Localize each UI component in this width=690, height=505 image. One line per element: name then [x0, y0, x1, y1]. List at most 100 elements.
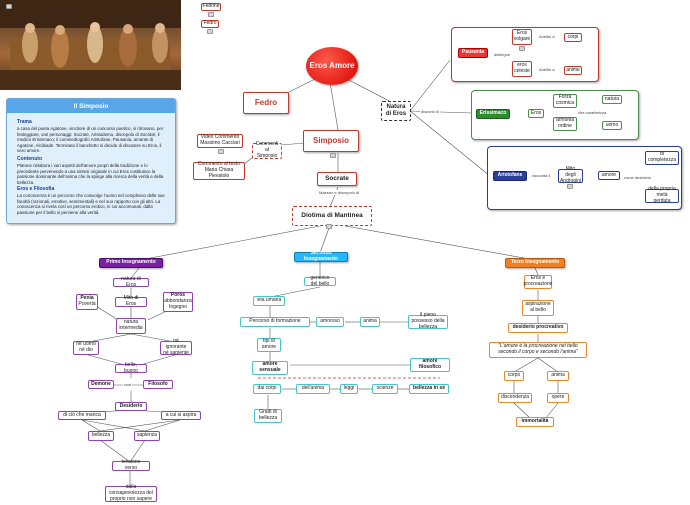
- simposio-node[interactable]: Simposio: [303, 130, 359, 152]
- immortalita-node[interactable]: immortalità: [516, 417, 554, 427]
- discendenza-node[interactable]: discendenza: [498, 393, 532, 403]
- amore-sensuale[interactable]: amore sensuale: [252, 361, 288, 375]
- header-painting: [0, 0, 181, 90]
- anime-node[interactable]: anime: [564, 66, 582, 75]
- consapevolezza-node[interactable]: dalla consapevolezza del proprio non sap…: [105, 485, 157, 502]
- generico-bello[interactable]: generico del bello: [304, 275, 336, 286]
- bellezza-in-se[interactable]: bellezza in sé: [409, 384, 449, 394]
- aspirazione-bello[interactable]: aspirazione al bello: [522, 300, 554, 316]
- dell-anima[interactable]: dell'anima: [296, 384, 330, 394]
- scienze-node[interactable]: scienze: [372, 384, 398, 394]
- pieno-possesso[interactable]: il pieno possesso della bellezza: [408, 313, 448, 330]
- natura-eros-node[interactable]: Natura di Eros: [381, 101, 411, 121]
- amore-node[interactable]: amore: [598, 171, 620, 180]
- leggi-node[interactable]: leggi: [340, 384, 358, 394]
- natura-intermedia[interactable]: natura intermedia: [116, 318, 146, 334]
- corpo-node[interactable]: corpo: [504, 371, 524, 381]
- forza-cosmica[interactable]: Forza cosmica: [553, 94, 577, 108]
- painting-figures: [0, 0, 181, 90]
- fedro-node[interactable]: Fedro: [243, 92, 289, 114]
- uomo-node[interactable]: uomo: [602, 121, 622, 130]
- opere-node[interactable]: opere: [547, 393, 569, 403]
- gradi-bellezza[interactable]: Gradi di bellezza: [254, 409, 282, 423]
- amoroso-node[interactable]: amoroso: [316, 317, 344, 327]
- eros-node[interactable]: Eros: [528, 109, 544, 118]
- anima-terzo-node[interactable]: anima: [547, 371, 569, 381]
- eros-procreazione[interactable]: Eros e procreazione: [523, 275, 553, 289]
- amore-filosofico[interactable]: amore filosofico: [410, 358, 450, 372]
- summary-panel: Il Simposio Trama a casa del poeta Agato…: [6, 98, 176, 224]
- pausania-node[interactable]: Pausania: [458, 48, 488, 58]
- attachment-icon[interactable]: [330, 153, 336, 158]
- filosofo-node[interactable]: Filosofo: [143, 380, 173, 389]
- link-icon[interactable]: [519, 46, 525, 51]
- socrate-node[interactable]: Socrate: [317, 172, 357, 186]
- corpi-node[interactable]: corpi: [564, 33, 582, 42]
- cioe-label: cioè: [123, 382, 133, 387]
- link-icon[interactable]: [208, 12, 214, 17]
- poverta-label: Povertà: [78, 301, 96, 307]
- mito-di-eros[interactable]: Mito di Eros: [115, 295, 147, 307]
- mito-androgini[interactable]: Mito degli Androgini: [558, 166, 583, 184]
- attachment-icon[interactable]: [326, 224, 332, 229]
- natura-node[interactable]: natura: [602, 95, 622, 104]
- natura-di-eros[interactable]: natura di Eros: [113, 276, 149, 287]
- penia-label: Penia: [80, 295, 94, 302]
- diotima-node[interactable]: Diotima di Mantinea: [292, 206, 372, 226]
- bello-buono[interactable]: bello, buono: [115, 362, 147, 373]
- secondo-insegnamento[interactable]: Secondo Insegnamento: [294, 250, 348, 262]
- desiderio-label: come desiderio: [623, 175, 653, 180]
- dai-corpi[interactable]: dai corpi: [253, 384, 281, 394]
- desiderio-node[interactable]: Desiderio: [115, 402, 147, 411]
- maestro-label: Maestro e discepolo di: [318, 190, 361, 195]
- eros-filosofia-text: La conoscenza è un percorso che coinvolg…: [17, 193, 165, 215]
- racconta-label: racconta il: [531, 173, 552, 178]
- summary-title: Il Simposio: [7, 99, 175, 113]
- commenti-simposio[interactable]: Commenti al Simposio: [252, 142, 282, 159]
- armonia-ordine[interactable]: armonia ordine: [553, 117, 577, 131]
- link-icon[interactable]: [207, 29, 213, 34]
- meta-perduta-node[interactable]: della propria metà perduta: [645, 187, 679, 204]
- terzo-insegnamento[interactable]: Terzo Insegnamento: [505, 258, 565, 268]
- fedro-small-link[interactable]: Fedro: [201, 20, 219, 28]
- eros-amore-node[interactable]: Eros Amore: [306, 47, 358, 85]
- erissimaco-node[interactable]: Erissimaco: [476, 109, 510, 119]
- contenuto-heading: Contenuto: [17, 156, 42, 162]
- penia-node[interactable]: Penia Povertà: [76, 294, 98, 310]
- trama-text: a casa del poeta Agatone, vincitore di u…: [17, 126, 164, 153]
- tipi-amore[interactable]: tipi di amore: [257, 338, 281, 352]
- tensione-verso[interactable]: tensione verso: [112, 459, 150, 471]
- commento-testo[interactable]: Commento al testo Maria Chiara Pievatolo: [193, 162, 245, 180]
- completezza-node[interactable]: di completezza: [645, 151, 679, 165]
- anelito-label-2: Anelito a: [538, 67, 556, 72]
- eros-volgare[interactable]: Eros volgare: [512, 29, 532, 45]
- link-icon[interactable]: [567, 184, 573, 189]
- ne-ignorante-ne-sapiente[interactable]: né ignorante né sapiente: [160, 339, 192, 356]
- anima-node[interactable]: anima: [360, 317, 380, 327]
- cui-si-aspira[interactable]: a cui si aspira: [161, 411, 201, 420]
- aristofane-node[interactable]: Aristofane: [493, 171, 527, 181]
- discorsi-label: discorsi di: [420, 109, 440, 114]
- eros-celeste[interactable]: eros celeste: [512, 61, 532, 77]
- distingue-label: distingue: [493, 52, 512, 57]
- bellezza-node[interactable]: bellezza: [88, 431, 114, 441]
- ne-uomo-ne-dio[interactable]: né uomo né dio: [73, 341, 99, 355]
- contenuto-text: Platone rielabora i vari aspetti dell'am…: [17, 163, 164, 185]
- poros-node[interactable]: Poros abbondanza Ingegno: [163, 292, 193, 312]
- anelito-label-1: Anelito a: [538, 34, 556, 39]
- citazione-node[interactable]: "L'amore è la procreazione nel bello sec…: [489, 342, 587, 358]
- sapienza-node[interactable]: sapienza: [134, 431, 160, 441]
- video-commento[interactable]: Video Commento Massimo Cacciari: [197, 134, 243, 148]
- video-icon[interactable]: [218, 149, 224, 154]
- map-icon[interactable]: [6, 4, 12, 9]
- caratterizza-label: che caratterizza: [577, 110, 608, 115]
- poros-label: Poros: [170, 292, 186, 299]
- cio-che-manca[interactable]: di ciò che manca: [58, 411, 106, 420]
- percorso-formazione[interactable]: Percorso di formazione: [240, 317, 310, 327]
- vita-umana[interactable]: vita umana: [253, 296, 285, 306]
- trama-heading: Trama: [17, 119, 32, 125]
- demone-node[interactable]: Demone: [88, 380, 114, 389]
- fedone-link[interactable]: Fedone: [201, 3, 221, 11]
- primo-insegnamento[interactable]: Primo Insegnamento: [99, 258, 163, 268]
- desiderio-procreativo[interactable]: desiderio procreativo: [508, 323, 568, 333]
